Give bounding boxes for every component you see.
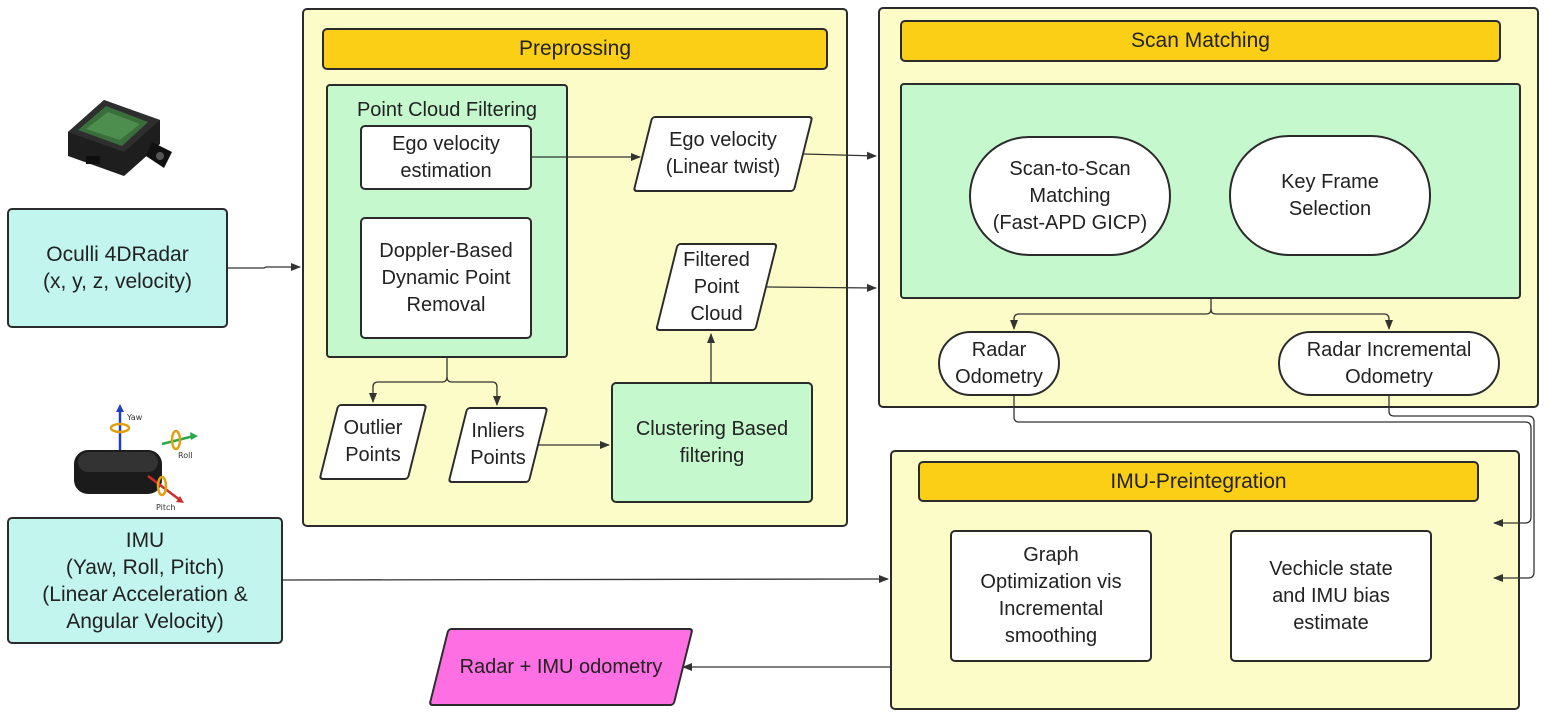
radar-input-label: Oculli 4DRadar (x, y, z, velocity) [43, 243, 192, 293]
radar-device-image [56, 72, 176, 190]
ego-velocity-output-label: Ego velocity (Linear twist) [665, 129, 781, 178]
radar-odometry: Radar Odometry [938, 331, 1060, 396]
radar-input-box: Oculli 4DRadar (x, y, z, velocity) [7, 208, 228, 328]
pitch-axis-label: Pitch [156, 503, 175, 512]
radar-imu-odometry-output: Radar + IMU odometry [426, 628, 696, 706]
ego-velocity-output: Ego velocity (Linear twist) [630, 116, 816, 192]
filtered-point-cloud-label: Filtered Point Cloud [683, 248, 750, 325]
scan-to-scan-label: Scan-to-Scan Matching (Fast-APD GICP) [992, 157, 1148, 234]
clustering-filtering-box: Clustering Based filtering [611, 382, 813, 503]
vehicle-state-label: Vechicle state and IMU bias estimate [1269, 557, 1393, 634]
imu-input-box: IMU (Yaw, Roll, Pitch) (Linear Accelerat… [7, 517, 283, 644]
radar-incremental-label: Radar Incremental Odometry [1306, 338, 1472, 388]
scan-matching-title: Scan Matching [1131, 29, 1270, 52]
scan-to-scan-matching: Scan-to-Scan Matching (Fast-APD GICP) [969, 136, 1171, 256]
key-frame-label: Key Frame Selection [1281, 170, 1379, 220]
ego-velocity-estimation-label: Ego velocity estimation [392, 132, 500, 182]
outlier-points-output: Outlier Points [316, 404, 430, 480]
radar-incremental-odometry: Radar Incremental Odometry [1278, 331, 1500, 396]
radar-imu-odometry-label: Radar + IMU odometry [459, 655, 663, 678]
yaw-axis-label: Yaw [126, 413, 143, 422]
graph-optimization-label: Graph Optimization vis Incremental smoot… [980, 544, 1122, 647]
ego-velocity-estimation-box: Ego velocity estimation [360, 125, 532, 190]
graph-optimization-box: Graph Optimization vis Incremental smoot… [950, 530, 1152, 662]
preprocessing-title: Preprossing [518, 37, 632, 60]
imu-device-image: Yaw Roll Pitch [70, 402, 200, 514]
imu-input-label: IMU (Yaw, Roll, Pitch) (Linear Accelerat… [42, 528, 248, 633]
doppler-removal-label: Doppler-Based Dynamic Point Removal [379, 239, 513, 316]
outlier-points-label: Outlier Points [343, 417, 403, 466]
point-cloud-filtering-title: Point Cloud Filtering [356, 99, 538, 121]
edge-radar-to-preprocessing [228, 263, 301, 271]
filtered-point-cloud-output: Filtered Point Cloud [654, 243, 779, 331]
vehicle-state-box: Vechicle state and IMU bias estimate [1230, 530, 1432, 662]
radar-odometry-label: Radar Odometry [955, 338, 1043, 388]
edge-imu-to-preintegration [282, 575, 889, 584]
roll-axis-label: Roll [178, 451, 193, 460]
inliers-points-label: Inliers Points [470, 420, 526, 469]
scan-matching-header: Scan Matching [900, 20, 1501, 62]
key-frame-selection: Key Frame Selection [1229, 135, 1431, 256]
inliers-points-output: Inliers Points [445, 407, 551, 483]
imu-preintegration-title: IMU-Preintegration [1110, 469, 1287, 493]
doppler-removal-box: Doppler-Based Dynamic Point Removal [360, 217, 532, 339]
preprocessing-header: Preprossing [322, 28, 828, 70]
clustering-filtering-label: Clustering Based filtering [635, 417, 789, 467]
imu-preintegration-header: IMU-Preintegration [918, 461, 1479, 502]
